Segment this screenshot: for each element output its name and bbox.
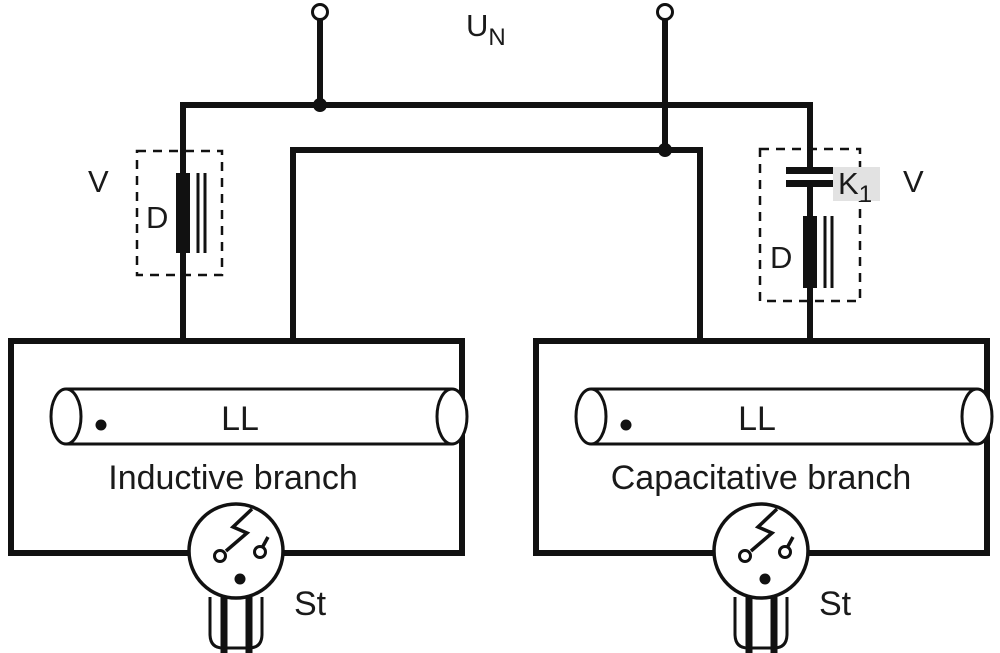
right-choke-label: D bbox=[770, 240, 792, 275]
left-starter-bimetal-contact bbox=[224, 507, 254, 553]
right-ballast-assembly: K1 V D bbox=[758, 147, 924, 303]
wire-inner-bus bbox=[290, 147, 703, 344]
left-box-label: V bbox=[88, 164, 109, 199]
junction-dot-left bbox=[313, 98, 327, 112]
right-lamp-branch: LL Capacitative branch St bbox=[533, 338, 994, 653]
left-lamp-branch: LL Inductive branch St bbox=[8, 338, 469, 653]
left-lamp-tube-body bbox=[66, 387, 452, 446]
capacitor-label: K1 bbox=[838, 166, 872, 208]
capacitor-label-subscript: 1 bbox=[859, 181, 872, 208]
wiring bbox=[180, 20, 813, 344]
right-starter-pins bbox=[745, 597, 778, 653]
right-lamp-end-cap-left bbox=[574, 387, 608, 446]
right-branch-loop-wire bbox=[533, 338, 990, 556]
right-starter-contact-dot-left bbox=[738, 549, 752, 563]
left-starter-contact-dot-left bbox=[213, 549, 227, 563]
left-lamp-label: LL bbox=[221, 400, 259, 438]
supply-terminal-left-icon bbox=[311, 3, 329, 21]
capacitor-label-letter: K bbox=[838, 166, 859, 201]
left-starter-contact-dot-right bbox=[253, 545, 267, 559]
supply-voltage-subscript: N bbox=[488, 24, 505, 51]
left-choke-label: D bbox=[146, 200, 168, 235]
right-choke-core-lines bbox=[823, 216, 834, 288]
right-starter-contact-dot-right bbox=[778, 545, 792, 559]
right-starter-label: St bbox=[819, 585, 852, 623]
right-starter: St bbox=[712, 502, 852, 653]
left-ballast-dashed-box bbox=[135, 149, 224, 277]
supply-terminal-right-icon bbox=[656, 3, 674, 21]
right-lamp-tube-body bbox=[591, 387, 977, 446]
right-ballast-dashed-box bbox=[758, 147, 862, 303]
right-branch-label: Capacitative branch bbox=[611, 459, 912, 497]
left-choke-core-lines bbox=[196, 173, 207, 253]
left-starter-circle bbox=[187, 502, 285, 600]
left-choke-winding bbox=[176, 173, 190, 253]
left-branch-loop-wire bbox=[8, 338, 465, 556]
capacitor-label-highlight bbox=[833, 167, 880, 201]
left-lamp-end-cap-left bbox=[49, 387, 83, 446]
left-lamp-electrode-dot bbox=[95, 419, 107, 431]
right-choke-winding bbox=[803, 216, 817, 288]
wire-top-bus bbox=[180, 102, 813, 176]
right-lamp-electrode-dot bbox=[620, 419, 632, 431]
left-starter-base-outline bbox=[208, 597, 264, 650]
right-box-label: V bbox=[903, 164, 924, 199]
left-starter-pins bbox=[220, 597, 253, 653]
right-lamp-end-cap-right bbox=[960, 387, 994, 446]
right-starter-bimetal-contact bbox=[749, 507, 779, 553]
left-starter-label: St bbox=[294, 585, 327, 623]
left-lamp-end-cap-right bbox=[435, 387, 469, 446]
power-supply: UN bbox=[311, 3, 674, 51]
right-starter-circle bbox=[712, 502, 810, 600]
left-starter: St bbox=[187, 502, 327, 653]
supply-voltage-label: UN bbox=[466, 8, 506, 51]
right-starter-center-dot bbox=[759, 573, 771, 585]
right-lamp-label: LL bbox=[738, 400, 776, 438]
junction-dot-right bbox=[658, 143, 672, 157]
left-ballast-assembly: V D bbox=[88, 149, 224, 277]
supply-voltage-letter: U bbox=[466, 8, 488, 43]
left-starter-center-dot bbox=[234, 573, 246, 585]
left-branch-label: Inductive branch bbox=[108, 459, 358, 497]
right-starter-base-outline bbox=[733, 597, 789, 650]
